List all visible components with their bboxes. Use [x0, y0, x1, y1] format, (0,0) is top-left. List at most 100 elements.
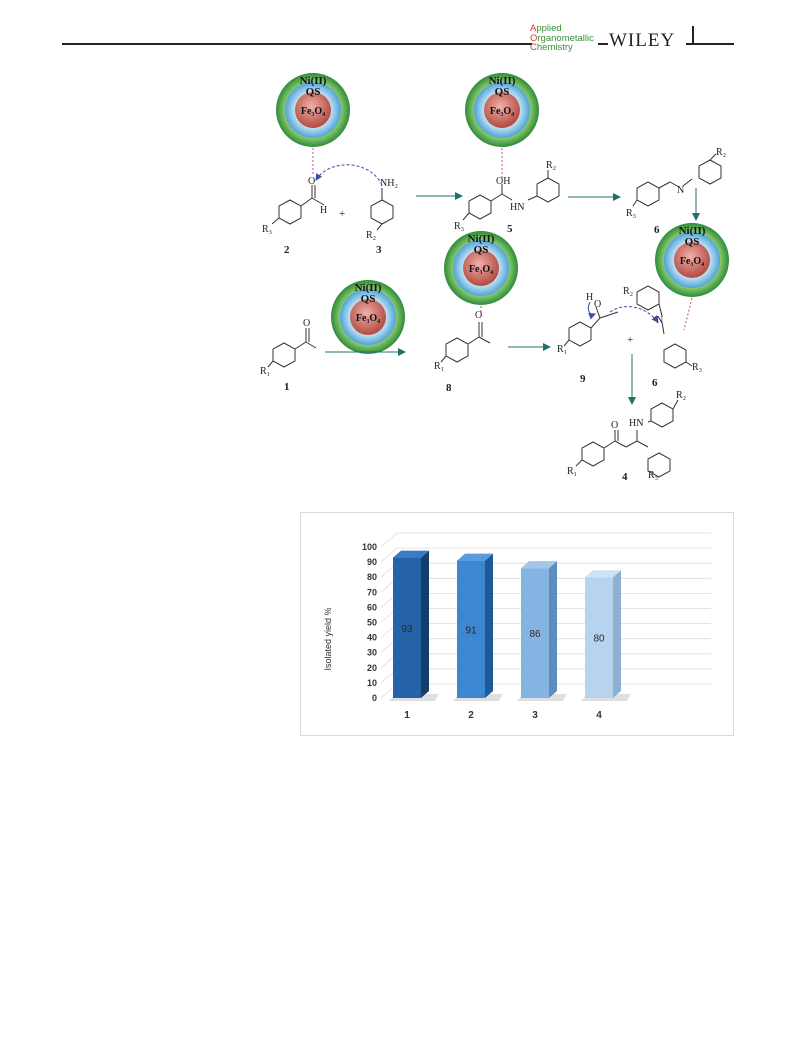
compound-1-structure — [267, 328, 317, 368]
label-o: O — [475, 310, 482, 321]
bar-top-3 — [521, 561, 557, 569]
y-tick-label: 30 — [367, 648, 377, 658]
compound-5-label: 5 — [507, 223, 513, 235]
journal-line-2: Organometallic — [530, 32, 594, 44]
y-tick-label: 70 — [367, 587, 377, 597]
compound-1-label: 1 — [284, 381, 290, 393]
label-r3: R₃ — [626, 208, 636, 219]
label-r3: R₃ — [454, 221, 464, 232]
enol-oh-arrow — [587, 301, 596, 320]
bar-side-3 — [549, 561, 557, 698]
np-label-qs: QS — [495, 86, 510, 98]
gridline — [380, 532, 711, 548]
nanoparticle-4: Ni(II) QS Fe₃O₄ — [331, 280, 405, 354]
nanoparticle-2: Ni(II) QS Fe₃O₄ — [465, 73, 539, 147]
y-tick-label: 20 — [367, 663, 377, 673]
page-tick — [692, 26, 694, 44]
label-r1: R₁ — [260, 366, 270, 377]
label-r2: R₂ — [623, 286, 633, 297]
bar-2 — [457, 560, 485, 698]
publisher-logo: WILEY — [609, 30, 676, 51]
y-tick-label: 40 — [367, 633, 377, 643]
np-label-ni: Ni(II) — [300, 75, 327, 87]
journal-name: Applied Organometallic Chemistry — [530, 24, 594, 53]
compound-9-label: 9 — [580, 373, 586, 385]
np-label-ni: Ni(II) — [468, 233, 495, 245]
bar-3 — [521, 568, 549, 698]
publisher-dash — [598, 43, 608, 45]
label-h: H — [586, 292, 593, 303]
np-label-ni: Ni(II) — [679, 225, 706, 237]
journal-line-3: Chemistry — [530, 42, 573, 53]
np-label-core: Fe₃O₄ — [490, 106, 514, 117]
header-rule-right — [686, 43, 734, 45]
y-tick-label: 0 — [372, 693, 377, 703]
label-hn: HN — [629, 418, 643, 429]
y-tick-label: 80 — [367, 572, 377, 582]
plus-sign: + — [339, 208, 345, 220]
label-nh2: NH₂ — [380, 178, 398, 189]
x-tick-label: 1 — [404, 710, 410, 721]
compound-4-structure — [575, 399, 679, 478]
bar-top-2 — [457, 553, 493, 561]
compound-5-structure — [462, 170, 560, 221]
label-o: O — [303, 318, 310, 329]
compound-4-label: 4 — [622, 471, 628, 483]
label-r2: R₂ — [546, 160, 556, 171]
nanoparticle-5: Ni(II) QS Fe₃O₄ — [655, 223, 729, 297]
label-o: O — [611, 420, 618, 431]
nanoparticle-1: Ni(II) QS Fe₃O₄ — [276, 73, 350, 147]
x-tick-label: 4 — [596, 710, 602, 721]
compound-3-structure — [370, 188, 394, 231]
compound-6b-structure — [636, 285, 693, 369]
y-tick-label: 100 — [362, 542, 377, 552]
bar-side-1 — [421, 550, 429, 698]
label-r2: R₂ — [366, 230, 376, 241]
label-r3: R₃ — [262, 224, 272, 235]
label-r1: R₁ — [434, 361, 444, 372]
bar-side-2 — [485, 553, 493, 698]
data-label: 91 — [465, 625, 477, 636]
np-label-core: Fe₃O₄ — [680, 256, 704, 267]
label-n: N — [656, 315, 663, 326]
label-h: H — [320, 205, 327, 216]
header-rule — [62, 43, 532, 45]
compound-8-label: 8 — [446, 382, 452, 394]
label-r2: R₂ — [676, 390, 686, 401]
bar-top-1 — [393, 550, 429, 558]
np-label-ni: Ni(II) — [355, 282, 382, 294]
coordination-bonds — [312, 148, 693, 331]
reaction-scheme: Ni(II) QS Fe₃O₄ Ni(II) QS Fe₃O₄ Ni(II) Q… — [260, 73, 729, 483]
gridline — [380, 547, 711, 563]
label-r1: R₁ — [567, 466, 577, 477]
nanoparticle-3: Ni(II) QS Fe₃O₄ — [444, 231, 518, 305]
compound-3-label: 3 — [376, 244, 382, 256]
label-r2: R₂ — [716, 147, 726, 158]
label-hn: HN — [510, 202, 524, 213]
y-tick-label: 90 — [367, 557, 377, 567]
np-label-qs: QS — [474, 244, 489, 256]
chart-bars: 93 91 86 80 — [389, 550, 631, 701]
compound-6-structure — [632, 153, 722, 207]
bar-top-4 — [585, 570, 621, 578]
y-axis-label: Isolated yield % — [323, 607, 333, 670]
compound-9-structure — [563, 306, 619, 347]
compound-8-structure — [440, 322, 491, 363]
data-label: 80 — [593, 634, 605, 645]
label-o: O — [594, 299, 601, 310]
label-r3: R₃ — [648, 470, 658, 481]
label-r1: R₁ — [557, 344, 567, 355]
data-label: 86 — [529, 629, 541, 640]
data-label: 93 — [401, 624, 413, 635]
enol-attack-arrow — [609, 306, 659, 323]
compound-6b-label: 6 — [652, 377, 658, 389]
compound-2-structure — [271, 185, 325, 225]
np-label-ni: Ni(II) — [489, 75, 516, 87]
journal-line-1: Applied — [530, 23, 562, 34]
attack-arrow — [315, 164, 383, 186]
np-label-core: Fe₃O₄ — [301, 106, 325, 117]
